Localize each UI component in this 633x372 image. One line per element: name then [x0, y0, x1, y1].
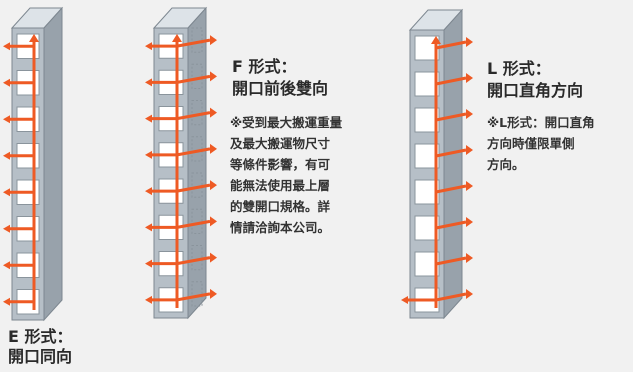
side-opening-arrow-head [466, 109, 473, 119]
shaft-f [145, 6, 217, 320]
side-opening-arrow [176, 111, 211, 121]
opening-arrow-head [145, 295, 152, 304]
side-opening-arrow-head [210, 288, 217, 299]
opening-arrow-head [3, 151, 10, 160]
side-opening-arrow [176, 219, 211, 229]
side-opening-arrow-head [466, 217, 473, 227]
back-window [191, 245, 203, 271]
side-opening-arrow [176, 256, 211, 266]
side-opening-arrow-head [210, 143, 217, 154]
side-opening-arrow [176, 147, 211, 157]
opening-arrow-head [145, 187, 152, 196]
lift-arrow-head [431, 36, 441, 44]
back-window [191, 281, 203, 307]
label-f-line1: F 形式： [232, 57, 297, 76]
label-e-line1: E 形式： [8, 327, 73, 346]
side-opening-arrow [435, 184, 467, 194]
opening-arrow-head [401, 296, 408, 304]
opening-arrow-head [3, 78, 10, 87]
side-opening-arrow-head [466, 253, 473, 263]
note-f: ※受到最大搬運重量 及最大搬運物尺寸 等條件影響，有可 能無法使用最上層 的雙開… [230, 115, 343, 235]
side-opening-arrow-head [466, 181, 473, 191]
shaft-l [401, 8, 473, 320]
opening-arrow-head [3, 297, 10, 306]
back-window [191, 172, 203, 198]
side-opening-arrow-head [210, 216, 217, 227]
back-window [191, 208, 203, 234]
opening-arrow-head [145, 42, 152, 51]
shaft-f-arrows [145, 34, 217, 308]
label-l-line2: 開口直角方向 [487, 81, 584, 100]
back-window [191, 27, 203, 53]
side-opening-arrow-head [210, 252, 217, 263]
side-opening-arrow-head [210, 71, 217, 82]
shaft-e-arrows [3, 34, 39, 310]
side-opening-arrow [435, 76, 467, 86]
shaft-e-side [43, 6, 63, 322]
side-opening-arrow-head [466, 145, 473, 155]
side-opening-arrow [176, 292, 211, 302]
side-opening-arrow-head [210, 107, 217, 118]
note-l: ※L形式：開口直角 方向時僅限單側 方向。 [487, 115, 595, 172]
side-opening-arrow [435, 220, 467, 230]
side-opening-arrow-head [466, 73, 473, 83]
side-opening-arrow [435, 40, 467, 50]
opening-arrow-head [145, 78, 152, 87]
lift-arrow-head [172, 34, 182, 42]
opening-arrow-head [3, 224, 10, 233]
side-opening-arrow [435, 148, 467, 158]
opening-arrow-head [3, 188, 10, 197]
label-f-line2: 開口前後雙向 [232, 79, 329, 98]
shaft-f-side [187, 6, 207, 320]
side-opening-arrow [176, 183, 211, 193]
side-opening-arrow-head [210, 180, 217, 191]
opening-arrow-head [3, 261, 10, 270]
side-opening-arrow [435, 292, 467, 302]
shaft-l-arrows [401, 36, 473, 308]
side-opening-arrow [435, 112, 467, 122]
opening-arrow-head [145, 223, 152, 232]
side-opening-arrow [176, 74, 211, 84]
side-opening-arrow-head [210, 35, 217, 46]
shaft-l-side [443, 8, 463, 320]
side-opening-arrow [176, 38, 211, 48]
shaft-e [3, 6, 64, 322]
opening-arrow-head [145, 150, 152, 159]
lift-arrow-head [29, 34, 39, 42]
label-l-line1: L 形式： [487, 59, 551, 78]
opening-arrow-head [3, 115, 10, 124]
label-e-line2: 開口同向 [8, 347, 73, 366]
side-opening-arrow-head [466, 37, 473, 47]
opening-arrow-head [145, 114, 152, 123]
side-opening-arrow-head [466, 289, 473, 299]
back-window [191, 63, 203, 89]
opening-arrow-head [145, 259, 152, 268]
side-opening-arrow [435, 256, 467, 266]
back-window [191, 100, 203, 126]
back-window [191, 136, 203, 162]
opening-arrow-head [3, 42, 10, 51]
